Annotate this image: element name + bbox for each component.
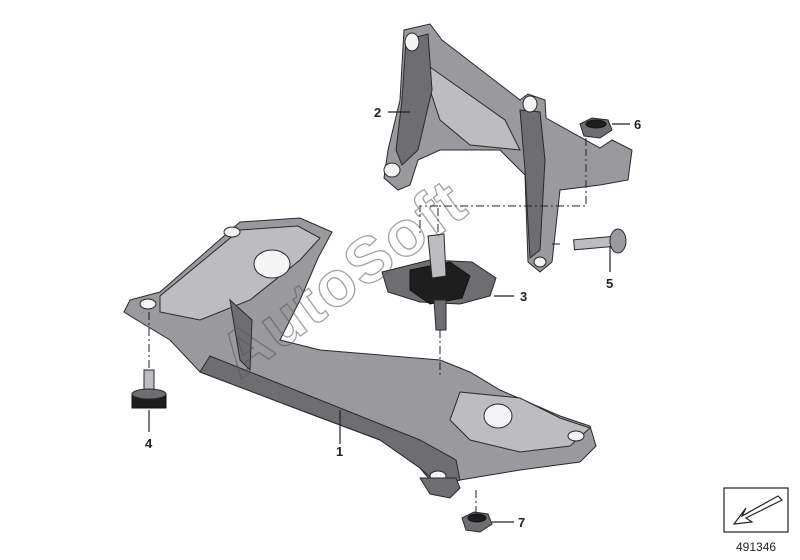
callout-1: 1 xyxy=(336,444,343,459)
bolt-part-5 xyxy=(573,228,627,254)
callout-4: 4 xyxy=(145,436,153,451)
nut-part-7 xyxy=(461,511,493,533)
orientation-arrow-icon xyxy=(723,487,789,533)
diagram-number: 491346 xyxy=(736,540,777,554)
frame-carrier-part-1 xyxy=(123,217,597,499)
rubber-mount-part-3 xyxy=(381,233,497,331)
leader-lines xyxy=(148,111,630,523)
callout-3: 3 xyxy=(520,289,527,304)
upper-bracket-part-2 xyxy=(383,23,633,273)
callout-7: 7 xyxy=(518,515,525,530)
bolt-part-4 xyxy=(131,369,167,409)
callout-labels: 1 2 3 4 5 6 7 xyxy=(145,105,641,530)
assembly-lines xyxy=(148,138,587,512)
callout-5: 5 xyxy=(606,276,613,291)
callout-6: 6 xyxy=(634,117,641,132)
nut-part-6 xyxy=(579,117,613,139)
callout-2: 2 xyxy=(374,105,381,120)
